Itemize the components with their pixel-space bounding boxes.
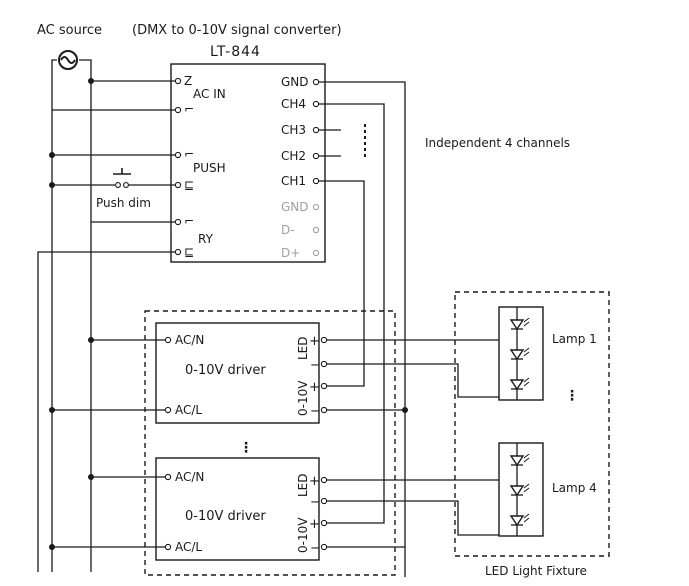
channel-wiring (319, 81, 408, 577)
driver-1-dim-label: 0-10V (296, 380, 310, 416)
drivers-group-frame (144, 310, 396, 576)
driver-1-led-label: LED (296, 336, 310, 360)
push-dim-label: Push dim (96, 196, 151, 210)
driver-1-dim-minus: − (310, 404, 321, 419)
driver-1-dim-plus: + (309, 380, 320, 395)
right-terminals: GND CH4 CH3 CH2 CH1 GND D- D+ (281, 75, 320, 260)
terminal-gnd: GND (281, 75, 309, 89)
ry-label: RY (198, 232, 214, 246)
led-fixture-label: LED Light Fixture (485, 564, 587, 578)
svg-text:⌐: ⌐ (184, 102, 194, 116)
ac-source: AC source (37, 23, 102, 70)
driver-2-ac-l: AC/L (175, 540, 202, 554)
led-fixture-frame (454, 291, 610, 557)
driver-1-ac-n: AC/N (175, 333, 204, 347)
more-drivers-ellipsis: ⋮ (239, 440, 253, 456)
driver-2-led-plus: + (309, 474, 320, 489)
sine-wave-icon (60, 56, 76, 64)
more-lamps-ellipsis: ⋮ (565, 388, 579, 404)
terminal-gnd-2: GND (281, 200, 309, 214)
led-icon (509, 317, 530, 331)
driver-2-dim-label: 0-10V (296, 517, 310, 553)
terminal-ch1: CH1 (281, 174, 306, 188)
ac-source-icon (58, 50, 78, 70)
converter-box: AC IN PUSH RY Z ⌐ ⌐ ⊑ ⌐ ⊑ GND CH4 CH3 CH… (170, 63, 326, 263)
driver-2-dim-plus: + (309, 517, 320, 532)
terminal-d-plus: D+ (281, 246, 300, 260)
driver-2: AC/N AC/L 0-10V driver LED 0-10V + − + − (155, 457, 328, 561)
channels-note: Independent 4 channels (425, 136, 570, 150)
driver-1: AC/N AC/L 0-10V driver LED 0-10V + − + − (155, 322, 328, 424)
push-label: PUSH (193, 161, 226, 175)
terminal-ch4: CH4 (281, 97, 306, 111)
svg-text:⊑: ⊑ (184, 178, 194, 192)
svg-text:Z: Z (184, 74, 192, 88)
driver-1-name: 0-10V driver (185, 363, 266, 378)
driver-2-ac-n: AC/N (175, 470, 204, 484)
svg-text:⌐: ⌐ (184, 147, 194, 161)
terminal-d-minus: D- (281, 223, 295, 237)
lamp-1: Lamp 1 (498, 306, 597, 401)
driver-1-led-minus: − (310, 358, 321, 373)
led-icon (509, 347, 530, 361)
lamp-1-label: Lamp 1 (552, 332, 597, 346)
driver-2-led-label: LED (296, 473, 310, 497)
terminal-ch3: CH3 (281, 123, 306, 137)
driver-1-ac-l: AC/L (175, 403, 202, 417)
svg-text:⌐: ⌐ (184, 214, 194, 228)
terminal-ch2: CH2 (281, 149, 306, 163)
lamp-4-label: Lamp 4 (552, 481, 597, 495)
ac-source-label: AC source (37, 23, 102, 38)
svg-text:⊑: ⊑ (184, 245, 194, 259)
left-terminals: Z ⌐ ⌐ ⊑ ⌐ ⊑ (174, 74, 194, 259)
converter-model: LT-844 (210, 44, 261, 60)
driver-2-led-minus: − (310, 495, 321, 510)
led-icon (509, 377, 530, 391)
led-icon (509, 513, 530, 527)
led-icon (509, 453, 530, 467)
driver-2-name: 0-10V driver (185, 509, 266, 524)
lamp-4: Lamp 4 (498, 442, 597, 537)
driver-2-dim-minus: − (310, 541, 321, 556)
ac-in-label: AC IN (193, 87, 226, 101)
driver-1-led-plus: + (309, 334, 320, 349)
converter-description: (DMX to 0-10V signal converter) (132, 23, 342, 38)
push-dim-switch: Push dim (96, 168, 151, 210)
ac-bus-wiring (37, 59, 175, 572)
lamp-wiring (327, 339, 499, 536)
led-icon (509, 483, 530, 497)
